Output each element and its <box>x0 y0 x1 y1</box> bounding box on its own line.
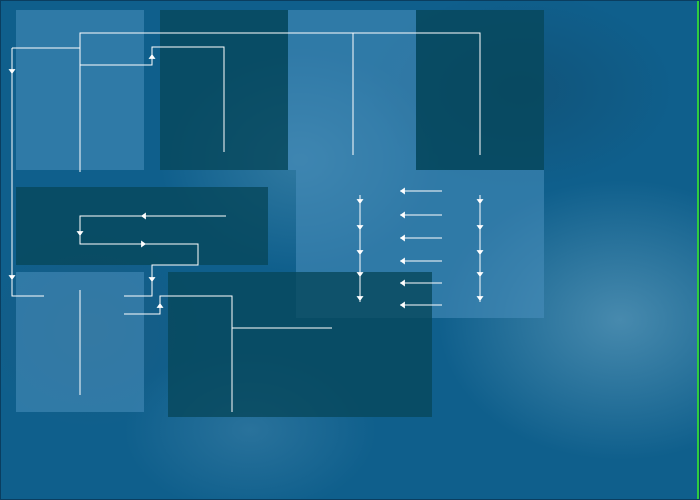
arrowhead-icon <box>8 275 16 280</box>
top-step-line <box>80 46 225 152</box>
bottom-step-line <box>124 295 233 412</box>
grid-left-pointing-arrowhead-icon <box>400 279 405 287</box>
middle-loop-line <box>79 215 226 297</box>
arrowhead-icon <box>156 303 164 308</box>
grid-left-pointing-arrowhead-icon <box>400 301 405 309</box>
grid-left-pointing-arrowhead-icon <box>400 187 405 195</box>
grid-left-pointing-arrowhead-icon <box>400 211 405 219</box>
arrowhead-icon <box>76 231 84 236</box>
panel-light-top-third <box>288 10 416 170</box>
grid-left-pointing-arrowhead-icon <box>400 234 405 242</box>
right-edge-accent <box>697 0 700 500</box>
arrowhead-icon <box>148 54 156 59</box>
trunk-line <box>79 32 481 172</box>
arrowhead-icon <box>8 69 16 74</box>
left-rail <box>11 48 44 297</box>
arrowhead-icon <box>141 240 146 248</box>
arrowhead-icon <box>141 212 146 220</box>
grid-left-pointing-arrowhead-icon <box>400 257 405 265</box>
panel-dark-middle-left <box>16 187 268 265</box>
arrowhead-icon <box>148 277 156 282</box>
